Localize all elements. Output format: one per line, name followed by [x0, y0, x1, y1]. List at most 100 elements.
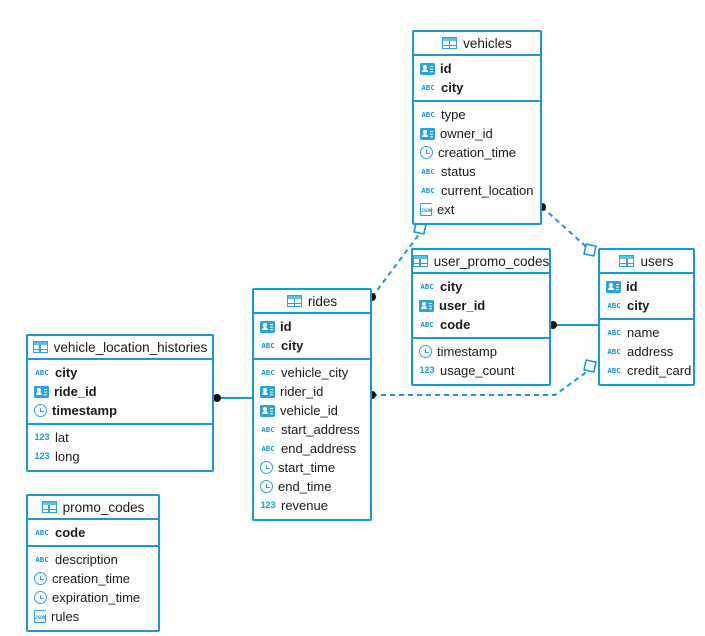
pk-row-rides-id[interactable]: id: [254, 317, 370, 336]
table-header-users[interactable]: users: [600, 250, 693, 274]
uuid-id-card-icon: [606, 280, 621, 293]
clock-timestamp-icon: [34, 404, 47, 417]
field-label: code: [440, 317, 471, 332]
column-row-rides-rider_id[interactable]: rider_id: [254, 382, 370, 401]
relationship-vehicle-location-histories-to-rides[interactable]: [213, 394, 252, 402]
relationship-target-square: [583, 359, 597, 373]
field-label: credit_card: [627, 363, 692, 378]
column-row-promo_codes-expiration_time[interactable]: expiration_time: [28, 588, 158, 607]
123-number-icon: 123: [34, 451, 50, 461]
column-row-rides-end_time[interactable]: end_time: [254, 477, 370, 496]
table-header-promo_codes[interactable]: promo_codes: [28, 496, 158, 520]
field-label: id: [626, 279, 638, 294]
column-row-rides-vehicle_id[interactable]: vehicle_id: [254, 401, 370, 420]
column-row-user_promo_codes-timestamp[interactable]: timestamp: [413, 342, 549, 361]
clock-timestamp-icon: [260, 480, 273, 493]
relationship-target-square: [583, 243, 597, 257]
field-label: timestamp: [437, 344, 497, 359]
field-label: rider_id: [280, 384, 324, 399]
table-title: rides: [307, 293, 338, 309]
uuid-id-card-icon: [420, 127, 435, 140]
uuid-id-card-icon: [34, 385, 49, 398]
pk-row-vehicles-id[interactable]: id: [414, 59, 540, 78]
relationship-user-promo-codes-to-users[interactable]: [549, 321, 598, 329]
field-label: vehicle_city: [281, 365, 349, 380]
clock-timestamp-icon: [260, 461, 273, 474]
column-row-vehicle_location_histories-long[interactable]: 123 long: [28, 447, 212, 466]
abc-string-icon: ABC: [607, 346, 621, 356]
pk-row-vehicle_location_histories-timestamp[interactable]: timestamp: [28, 401, 212, 420]
field-label: current_location: [441, 183, 534, 198]
table-header-vehicles[interactable]: vehicles: [414, 32, 540, 56]
uuid-id-card-icon: [260, 404, 275, 417]
123-number-icon: 123: [419, 365, 435, 375]
field-label: timestamp: [52, 403, 118, 418]
pk-row-vehicle_location_histories-ride_id[interactable]: ride_id: [28, 382, 212, 401]
table-header-user_promo_codes[interactable]: user_promo_codes: [412, 250, 549, 274]
relationship-line: [541, 206, 593, 253]
field-label: end_address: [281, 441, 357, 456]
table-header-vehicle_location_histories[interactable]: vehicle_location_histories: [28, 336, 212, 360]
123-number-icon: 123: [34, 432, 50, 442]
field-label: long: [55, 449, 80, 464]
column-row-rides-start_address[interactable]: ABC start_address: [254, 420, 370, 439]
field-label: creation_time: [52, 571, 131, 586]
json-document-icon: JSON: [420, 203, 432, 216]
field-label: city: [441, 80, 464, 95]
clock-timestamp-icon: [419, 345, 432, 358]
column-row-vehicles-owner_id[interactable]: owner_id: [414, 124, 540, 143]
field-label: ext: [437, 202, 455, 217]
field-label: id: [440, 61, 452, 76]
abc-string-icon: ABC: [421, 109, 435, 119]
field-label: start_address: [281, 422, 360, 437]
table-title: users: [640, 253, 674, 269]
column-row-rides-start_time[interactable]: start_time: [254, 458, 370, 477]
pk-row-users-id[interactable]: id: [600, 277, 693, 296]
column-row-promo_codes-creation_time[interactable]: creation_time: [28, 569, 158, 588]
column-row-vehicles-ext[interactable]: JSON ext: [414, 200, 540, 219]
field-label: city: [55, 365, 78, 380]
abc-string-icon: ABC: [261, 424, 275, 434]
clock-timestamp-icon: [420, 146, 433, 159]
field-label: city: [281, 338, 304, 353]
pk-row-user_promo_codes-user_id[interactable]: user_id: [413, 296, 549, 315]
table-icon: [619, 255, 635, 267]
table-title: vehicle_location_histories: [53, 339, 208, 355]
table-header-rides[interactable]: rides: [254, 290, 370, 314]
field-label: rules: [51, 609, 80, 624]
column-row-vehicles-creation_time[interactable]: creation_time: [414, 143, 540, 162]
